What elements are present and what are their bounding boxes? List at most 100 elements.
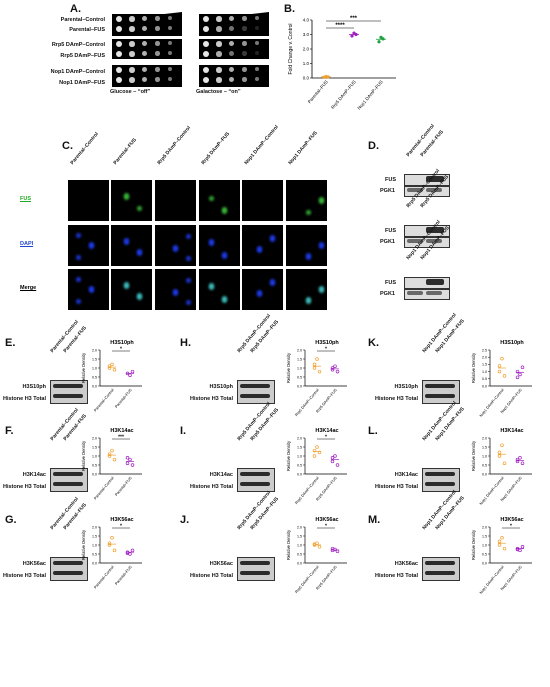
yeast-spot (168, 67, 172, 71)
data-point (312, 366, 317, 370)
yeast-spot (255, 67, 259, 71)
yeast-spot (155, 67, 160, 72)
x-tick-label: Parental–FUS (307, 79, 329, 104)
yeast-spot (229, 67, 234, 72)
cell-signal (76, 233, 81, 238)
significance-label: * (325, 524, 327, 530)
y-axis-label: Fold Change v. Control (288, 23, 294, 74)
data-point (315, 445, 319, 449)
yeast-spot (155, 26, 160, 31)
data-point (515, 369, 520, 374)
data-point (518, 372, 522, 377)
panel-a-row-label: Nop1 DAmP–Control (50, 69, 105, 75)
mark-band (240, 472, 270, 476)
yeast-spot (203, 41, 209, 47)
histone-total-label: Histone H3 Total (3, 484, 46, 490)
cell-signal (124, 238, 129, 243)
y-tick-label: 1.5 (297, 445, 302, 449)
data-point (112, 457, 117, 462)
y-tick-label: 1.0 (482, 454, 487, 458)
yeast-spot (142, 51, 147, 56)
y-tick-label: 3.0 (303, 32, 310, 37)
data-point (377, 40, 381, 44)
yeast-spot (242, 77, 247, 82)
data-point (130, 369, 135, 374)
yeast-spot (142, 77, 147, 82)
y-tick-label: 0.0 (482, 384, 487, 388)
y-tick-label: 2.0 (92, 436, 97, 440)
cell-signal (137, 293, 142, 298)
yeast-spot (116, 67, 122, 73)
cell-signal (173, 289, 178, 294)
yeast-spot (129, 67, 135, 73)
data-point (315, 357, 319, 361)
data-point (312, 454, 317, 458)
cell-signal (222, 296, 227, 301)
micrograph-tile (242, 180, 283, 221)
cell-signal (137, 206, 142, 211)
data-point (515, 459, 520, 464)
data-point (333, 364, 337, 368)
data-point (110, 536, 114, 540)
y-tick-label: 2.0 (482, 356, 487, 360)
micrograph-tile (111, 269, 152, 310)
cell-signal (173, 245, 178, 250)
cell-signal (186, 234, 191, 239)
panel-c-column-label: Rrp5 DAmP–Control (156, 125, 193, 166)
micrograph-tile (68, 269, 109, 310)
panel-letter: K. (368, 337, 379, 349)
data-point (107, 452, 112, 456)
y-tick-label: 1.5 (92, 534, 97, 538)
data-point (107, 454, 112, 458)
fus-band (426, 227, 444, 233)
x-tick-label: Nop1 DAmP–FUS (356, 79, 383, 110)
yeast-spot (168, 26, 172, 30)
pgk1-label: PGK1 (380, 188, 395, 194)
micrograph-tile (68, 225, 109, 266)
panel-letter: I. (180, 425, 187, 437)
yeast-spot (203, 16, 209, 22)
histone-mark-label: H3K14ac (209, 472, 233, 478)
panel-letter: F. (5, 425, 14, 437)
panel-a-caption-galactose: Galactose – “on” (196, 89, 241, 95)
y-tick-label: 0.0 (482, 472, 487, 476)
mark-band (240, 384, 270, 388)
cell-signal (209, 239, 214, 244)
histone-mark-label: H3S10ph (394, 384, 418, 390)
cell-signal (209, 283, 214, 288)
cell-signal (319, 197, 324, 202)
pgk1-label: PGK1 (380, 291, 395, 297)
cell-signal (319, 286, 324, 291)
data-point (112, 368, 117, 372)
cell-signal (257, 290, 262, 295)
yeast-spot (216, 16, 222, 22)
cell-signal (89, 242, 94, 247)
y-tick-label: 0.5 (482, 552, 487, 556)
total-band (240, 394, 270, 398)
y-tick-label: 0.5 (482, 377, 487, 381)
cell-signal (222, 252, 227, 257)
yeast-spot (168, 16, 172, 20)
yeast-spot (116, 51, 122, 57)
yeast-spot (229, 16, 234, 21)
yeast-spot (155, 41, 160, 46)
data-point (520, 545, 525, 549)
data-point (110, 448, 114, 453)
yeast-spot (129, 51, 135, 57)
cell-signal (76, 255, 81, 260)
y-tick-label: 1.0 (482, 543, 487, 547)
yeast-spot (116, 26, 122, 32)
panel-a-row-label: Rrp5 DAmP–FUS (60, 53, 105, 59)
y-tick-label: 0.0 (303, 76, 310, 81)
y-axis-label: Relative Density (286, 352, 291, 383)
cell-signal (124, 193, 129, 198)
total-band (240, 482, 270, 486)
panel-c-column-label: Parental–FUS (112, 137, 138, 166)
data-point (502, 546, 507, 551)
data-point (502, 461, 507, 465)
yeast-spot (203, 77, 209, 83)
yeast-spot (116, 77, 122, 83)
chart-title: H3K56ac (110, 517, 133, 523)
